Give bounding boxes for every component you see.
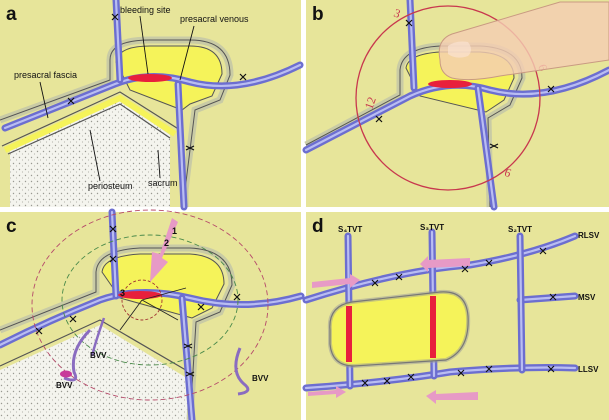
label-bvv-left: BVV	[56, 381, 73, 390]
label-bleeding-site: bleeding site	[120, 5, 171, 15]
bvv-vessel-right	[234, 347, 250, 396]
panel-b-letter: b	[312, 4, 324, 25]
clock-9: 9	[503, 165, 513, 180]
sacrum-bone	[0, 325, 190, 420]
clock-3: 3	[392, 6, 402, 21]
label-bvv-right: BVV	[252, 374, 269, 383]
panel-a-letter: a	[6, 4, 17, 25]
bleeding-site	[128, 74, 172, 82]
flow-arrow-bottom-left	[308, 386, 346, 398]
dashed-circle-outer	[31, 209, 269, 401]
sacrum-bone	[10, 100, 170, 207]
label-periosteum: periosteum	[88, 181, 133, 191]
bleeding-site	[428, 80, 472, 88]
label-s4tvt: S₄TVT	[338, 225, 362, 234]
direction-arrow	[150, 218, 178, 282]
finger-icon	[438, 1, 609, 81]
label-s3tvt: S₃TVT	[420, 223, 444, 232]
label-msv: MSV	[578, 293, 596, 302]
clock-circle	[355, 5, 541, 191]
label-llsv: LLSV	[578, 365, 599, 374]
flow-arrow-bottom-right	[426, 390, 478, 404]
bvv-vessel-left	[63, 328, 92, 382]
clock-12: 12	[362, 95, 379, 111]
suture-threads	[119, 287, 187, 331]
suture-knot-icon	[35, 225, 241, 377]
step-3: 3	[120, 288, 125, 298]
bleeding-site	[118, 291, 162, 299]
periosteum-outline	[1, 91, 181, 147]
panel-a: a bleeding site presacral venous presacr…	[0, 0, 304, 211]
suture-knot-icon	[361, 247, 557, 387]
suture-knot-icon	[375, 19, 555, 149]
bvv-bleed-left	[60, 370, 72, 378]
panel-c-letter: c	[6, 216, 17, 237]
step-2: 2	[164, 238, 169, 248]
label-presacral-fascia: presacral fascia	[14, 70, 77, 80]
bleeding-segment-s3	[430, 296, 436, 358]
label-rlsv: RLSV	[578, 231, 600, 240]
label-sacrum: sacrum	[148, 178, 178, 188]
flow-arrow-top-left	[312, 274, 360, 288]
step-1: 1	[172, 226, 177, 236]
label-presacral-venous: presacral venous	[180, 14, 249, 24]
label-bvv-center: BVV	[90, 351, 107, 360]
label-s2tvt: S₂TVT	[508, 225, 532, 234]
suture-knot-icon	[67, 13, 247, 151]
periosteum-layer	[3, 94, 177, 153]
panel-b: 12 3 6 9 b	[302, 0, 609, 211]
panel-c: 1 2 3 BVV BVV BVV c	[0, 208, 305, 420]
dashed-circle-middle	[61, 234, 239, 366]
panel-d: S₄TVT S₃TVT S₂TVT RLSV MSV LLSV d	[302, 212, 609, 420]
dashed-circle-inner	[121, 279, 163, 321]
bleeding-segment-s4	[346, 306, 352, 362]
flow-arrow-top-right	[420, 256, 470, 272]
panel-d-letter: d	[312, 216, 324, 237]
bvv-vessel-center	[90, 317, 106, 357]
